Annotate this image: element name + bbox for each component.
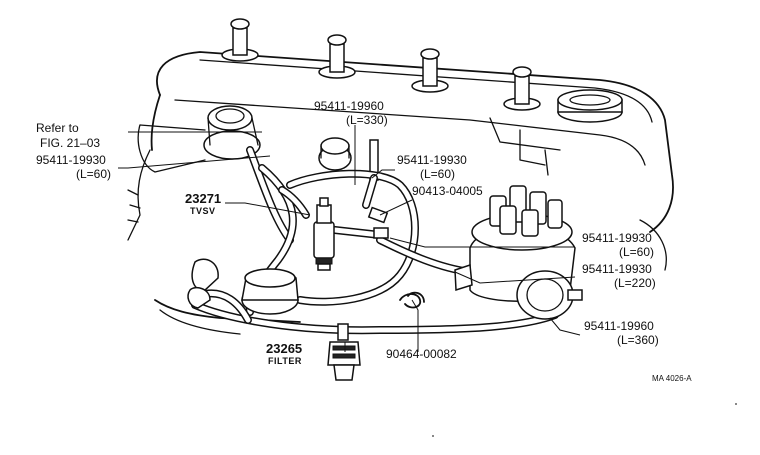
hose-top-part-label: 95411-19960: [314, 99, 384, 113]
refer-label-line1: Refer to: [36, 121, 79, 135]
spark-plug-towers: [221, 18, 541, 111]
connector-fitting: [367, 206, 389, 239]
hose-left-length-label: (L=60): [76, 167, 111, 181]
hose-clip: [399, 291, 425, 309]
connector-part-label: 90413-04005: [412, 184, 483, 198]
plug-tower-3: [411, 48, 449, 93]
scan-marks: [432, 403, 737, 437]
hose-right2-length-label: (L=220): [614, 276, 656, 290]
hose-right2-part-label: 95411-19930: [582, 262, 652, 276]
plug-tower-1: [221, 18, 259, 62]
tvsv-name-label: TVSV: [190, 206, 216, 216]
vacuum-filter: [327, 323, 361, 381]
figure-code-label: MA 4026-A: [652, 374, 692, 383]
distributor: [454, 185, 583, 320]
vacuum-canister: [187, 258, 299, 315]
hose-top-length-label: (L=330): [346, 113, 388, 127]
plug-tower-4: [503, 66, 541, 111]
refer-label-line2: FIG. 21–03: [40, 136, 100, 150]
part-labels: Refer to FIG. 21–03 95411-19930 (L=60) 9…: [36, 99, 692, 383]
leader-lines: [118, 125, 581, 352]
hose-right1-length-label: (L=60): [619, 245, 654, 259]
hose-left-part-label: 95411-19930: [36, 153, 106, 167]
engine-outline: [127, 51, 674, 335]
oil-filler-cap: [557, 89, 623, 123]
hose-mid-length-label: (L=60): [420, 167, 455, 181]
hose-right3-length-label: (L=360): [617, 333, 659, 347]
tvsv-valve: [313, 197, 335, 271]
vacuum-actuator: [318, 137, 379, 181]
tvsv-part-label: 23271: [185, 191, 221, 206]
hose-mid-part-label: 95411-19930: [397, 153, 467, 167]
filter-part-label: 23265: [266, 341, 302, 356]
filter-name-label: FILTER: [268, 356, 302, 366]
vacuum-hoses: [191, 146, 559, 335]
hose-right1-part-label: 95411-19930: [582, 231, 652, 245]
clip-part-label: 90464-00082: [386, 347, 457, 361]
hose-right3-part-label: 95411-19960: [584, 319, 654, 333]
plug-tower-2: [318, 34, 356, 79]
